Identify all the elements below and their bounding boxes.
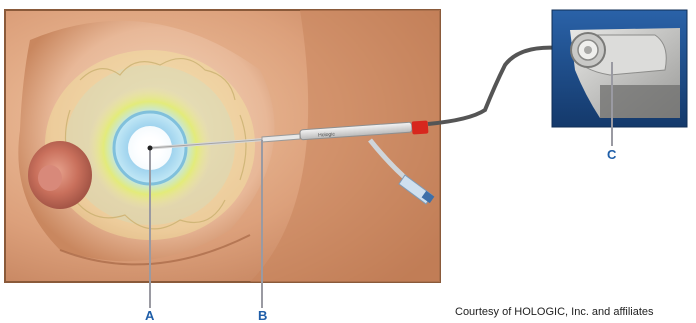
nipple (28, 141, 92, 209)
target-point (148, 146, 153, 151)
cable (428, 48, 560, 124)
courtesy-credit: Courtesy of HOLOGIC, Inc. and affiliates (455, 306, 654, 318)
console-panel (552, 10, 687, 127)
label-a: A (145, 308, 154, 323)
label-c: C (607, 147, 616, 162)
label-b: B (258, 308, 267, 323)
device-brand-text: Hologic (318, 131, 336, 138)
